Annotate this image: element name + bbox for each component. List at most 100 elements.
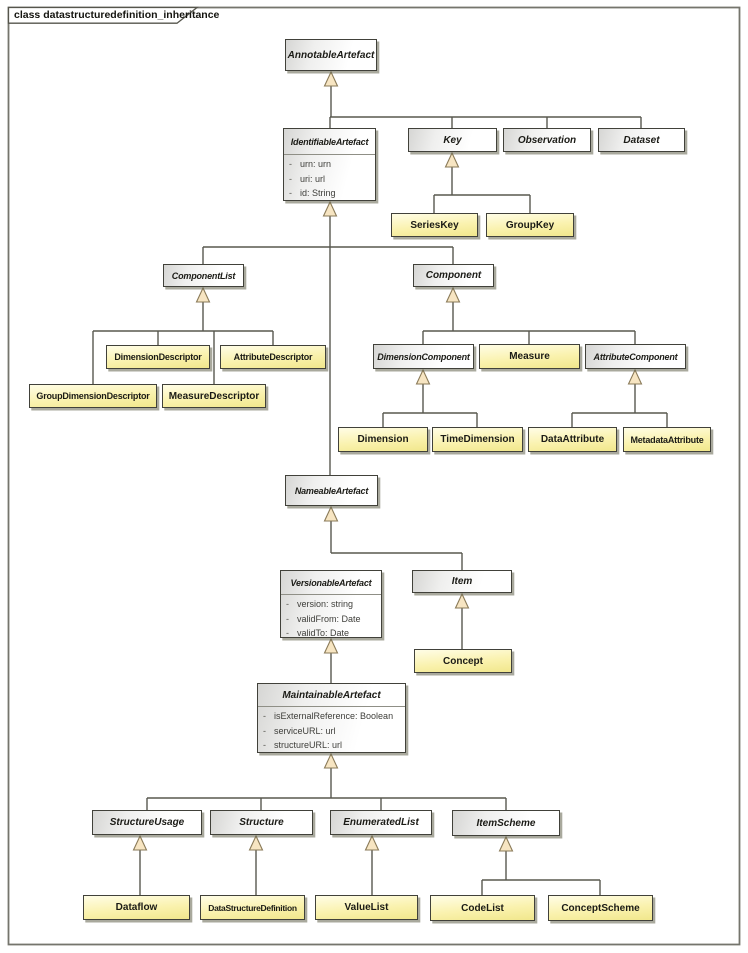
class-component[interactable]: Component — [413, 264, 494, 287]
class-enumeratedlist[interactable]: EnumeratedList — [330, 810, 432, 835]
class-groupkey[interactable]: GroupKey — [486, 213, 574, 237]
class-title: StructureUsage — [109, 817, 185, 828]
class-title: Dataset — [623, 134, 660, 146]
class-concept[interactable]: Concept — [414, 649, 512, 673]
visibility-marker: - — [289, 173, 292, 184]
class-title: MeasureDescriptor — [168, 390, 260, 402]
class-title: ItemScheme — [476, 817, 536, 829]
class-dataflow[interactable]: Dataflow — [83, 895, 190, 920]
triangle-arrow-icon — [364, 834, 380, 851]
attribute-row: -validTo: Date — [286, 626, 378, 641]
class-title: Measure — [509, 351, 550, 362]
class-groupdimensiondescriptor[interactable]: GroupDimensionDescriptor — [29, 384, 157, 408]
class-maintainableartefact[interactable]: MaintainableArtefact -isExternalReferenc… — [257, 683, 406, 753]
attribute-row: -urn: urn — [289, 157, 372, 172]
attribute-row: -serviceURL: url — [263, 724, 402, 739]
class-title: ValueList — [344, 902, 389, 913]
class-title: CodeList — [461, 902, 504, 914]
triangle-arrow-icon — [323, 70, 339, 87]
visibility-marker: - — [286, 613, 289, 624]
class-conceptscheme[interactable]: ConceptScheme — [548, 895, 653, 921]
triangle-arrow-icon — [444, 151, 460, 168]
class-structure[interactable]: Structure — [210, 810, 313, 835]
visibility-marker: - — [286, 599, 289, 609]
class-title: AttributeComponent — [593, 351, 678, 362]
class-title: MetadataAttribute — [630, 434, 704, 445]
class-dataattribute[interactable]: DataAttribute — [528, 427, 617, 452]
class-title: MaintainableArtefact — [282, 689, 381, 701]
attribute-text: version: string — [297, 599, 354, 609]
class-title: NameableArtefact — [294, 485, 369, 496]
class-title: Key — [443, 134, 462, 146]
generalization-to-component — [422, 302, 636, 344]
visibility-marker: - — [289, 188, 292, 198]
class-serieskey[interactable]: SeriesKey — [391, 213, 478, 237]
attribute-row: -structureURL: url — [263, 738, 402, 753]
class-key[interactable]: Key — [408, 128, 497, 152]
visibility-marker: - — [289, 159, 292, 169]
attribute-text: uri: url — [300, 173, 326, 184]
class-valuelist[interactable]: ValueList — [315, 895, 418, 920]
triangle-arrow-icon — [323, 505, 339, 522]
class-dimension[interactable]: Dimension — [338, 427, 428, 452]
class-annotableartefact[interactable]: AnnotableArtefact — [285, 39, 377, 71]
class-title: Component — [425, 270, 482, 281]
triangle-arrow-icon — [454, 592, 470, 609]
class-item[interactable]: Item — [412, 570, 512, 593]
class-metadataattribute[interactable]: MetadataAttribute — [623, 427, 711, 452]
class-structureusage[interactable]: StructureUsage — [92, 810, 202, 835]
class-datastructuredefinition[interactable]: DataStructureDefinition — [200, 895, 305, 920]
attribute-compartment: -version: string -validFrom: Date -valid… — [281, 594, 381, 643]
class-identifiableartefact[interactable]: IdentifiableArtefact -urn: urn -uri: url… — [283, 128, 376, 201]
class-title: Observation — [517, 134, 577, 146]
class-title: Dimension — [357, 434, 409, 445]
visibility-marker: - — [263, 725, 266, 736]
attribute-text: validTo: Date — [297, 628, 350, 638]
triangle-arrow-icon — [248, 834, 264, 851]
attribute-row: -uri: url — [289, 172, 372, 187]
attribute-compartment: -urn: urn -uri: url -id: String — [284, 154, 375, 203]
triangle-arrow-icon — [195, 286, 211, 303]
generalization-to-key — [433, 167, 531, 213]
generalization-to-nameableartefact — [330, 521, 463, 570]
class-title: DimensionDescriptor — [114, 352, 202, 362]
class-dimensioncomponent[interactable]: DimensionComponent — [373, 344, 474, 369]
generalization-to-annotableartefact — [329, 86, 642, 128]
class-title: AnnotableArtefact — [287, 49, 375, 61]
attribute-text: structureURL: url — [274, 740, 343, 750]
class-versionableartefact[interactable]: VersionableArtefact -version: string -va… — [280, 570, 382, 638]
visibility-marker: - — [263, 711, 266, 721]
attribute-text: serviceURL: url — [274, 725, 336, 736]
attribute-compartment: -isExternalReference: Boolean -serviceUR… — [258, 706, 405, 755]
class-timedimension[interactable]: TimeDimension — [432, 427, 523, 452]
attribute-row: -validFrom: Date — [286, 612, 378, 627]
class-dimensiondescriptor[interactable]: DimensionDescriptor — [106, 345, 210, 369]
class-codelist[interactable]: CodeList — [430, 895, 535, 921]
class-dataset[interactable]: Dataset — [598, 128, 685, 152]
class-measuredescriptor[interactable]: MeasureDescriptor — [162, 384, 266, 408]
triangle-arrow-icon — [322, 200, 338, 217]
class-title: Item — [451, 576, 473, 587]
generalization-to-itemscheme — [481, 851, 601, 895]
class-observation[interactable]: Observation — [503, 128, 591, 152]
class-title: Concept — [443, 655, 483, 667]
triangle-arrow-icon — [323, 752, 339, 769]
class-itemscheme[interactable]: ItemScheme — [452, 810, 560, 836]
class-title: ConceptScheme — [561, 902, 640, 914]
class-componentlist[interactable]: ComponentList — [163, 264, 244, 287]
class-measure[interactable]: Measure — [479, 344, 580, 369]
class-title: AttributeDescriptor — [233, 352, 313, 362]
class-title: VersionableArtefact — [290, 577, 372, 588]
class-attributecomponent[interactable]: AttributeComponent — [585, 344, 686, 369]
visibility-marker: - — [286, 628, 289, 638]
generalization-to-componentlist — [92, 302, 274, 384]
generalization-to-maintainableartefact — [146, 768, 507, 810]
class-attributedescriptor[interactable]: AttributeDescriptor — [220, 345, 326, 369]
attribute-text: urn: urn — [300, 159, 332, 169]
class-nameableartefact[interactable]: NameableArtefact — [285, 475, 378, 506]
class-title: SeriesKey — [410, 219, 459, 231]
class-title: Structure — [239, 817, 284, 828]
class-title: EnumeratedList — [343, 817, 419, 828]
attribute-row: -isExternalReference: Boolean — [263, 709, 402, 724]
